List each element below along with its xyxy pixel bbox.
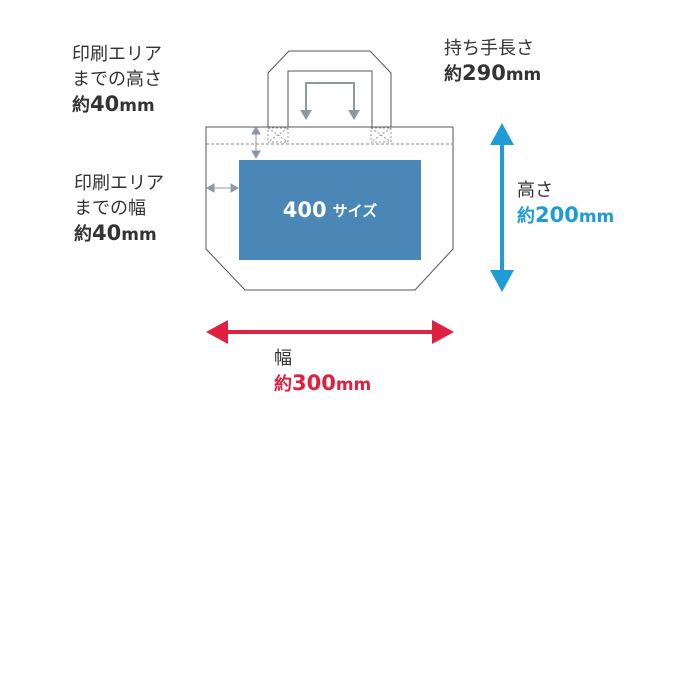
print-height-line1: 印刷エリア (72, 44, 162, 65)
height-line1: 高さ (517, 180, 553, 201)
handle-arrowhead-right (348, 110, 360, 120)
height-label: 高さ 約200mm (517, 178, 614, 230)
print-width-value: 約40mm (74, 221, 157, 245)
width-value: 約300mm (274, 371, 372, 395)
height-arrow (490, 123, 514, 292)
print-area-suffix: サイズ (332, 201, 378, 220)
print-width-line2: までの幅 (74, 198, 146, 219)
height-value: 約200mm (517, 203, 615, 227)
print-area-number: 400 (282, 198, 327, 222)
bag-handle (267, 50, 392, 127)
handle-length-line1: 持ち手長さ (444, 38, 534, 59)
print-height-line2: までの高さ (72, 69, 162, 90)
print-area-label: 400 サイズ (239, 160, 421, 260)
print-width-label: 印刷エリア までの幅 約40mm (74, 171, 164, 248)
handle-length-value: 約290mm (444, 61, 542, 85)
print-area (239, 160, 421, 260)
print-height-value: 約40mm (72, 92, 155, 116)
handle-arrowhead-left (300, 110, 312, 120)
handle-stitch-left (267, 127, 289, 143)
print-height-label: 印刷エリア までの高さ 約40mm (72, 42, 162, 119)
handle-guide-arrows (305, 82, 355, 118)
handle-stitch-right (370, 127, 392, 143)
handle-length-label: 持ち手長さ 約290mm (444, 36, 541, 88)
width-label: 幅 約300mm (274, 346, 371, 398)
width-arrow (206, 320, 454, 344)
width-line1: 幅 (274, 348, 292, 369)
print-height-guide (251, 125, 261, 160)
print-width-guide (205, 183, 240, 193)
print-width-line1: 印刷エリア (74, 173, 164, 194)
